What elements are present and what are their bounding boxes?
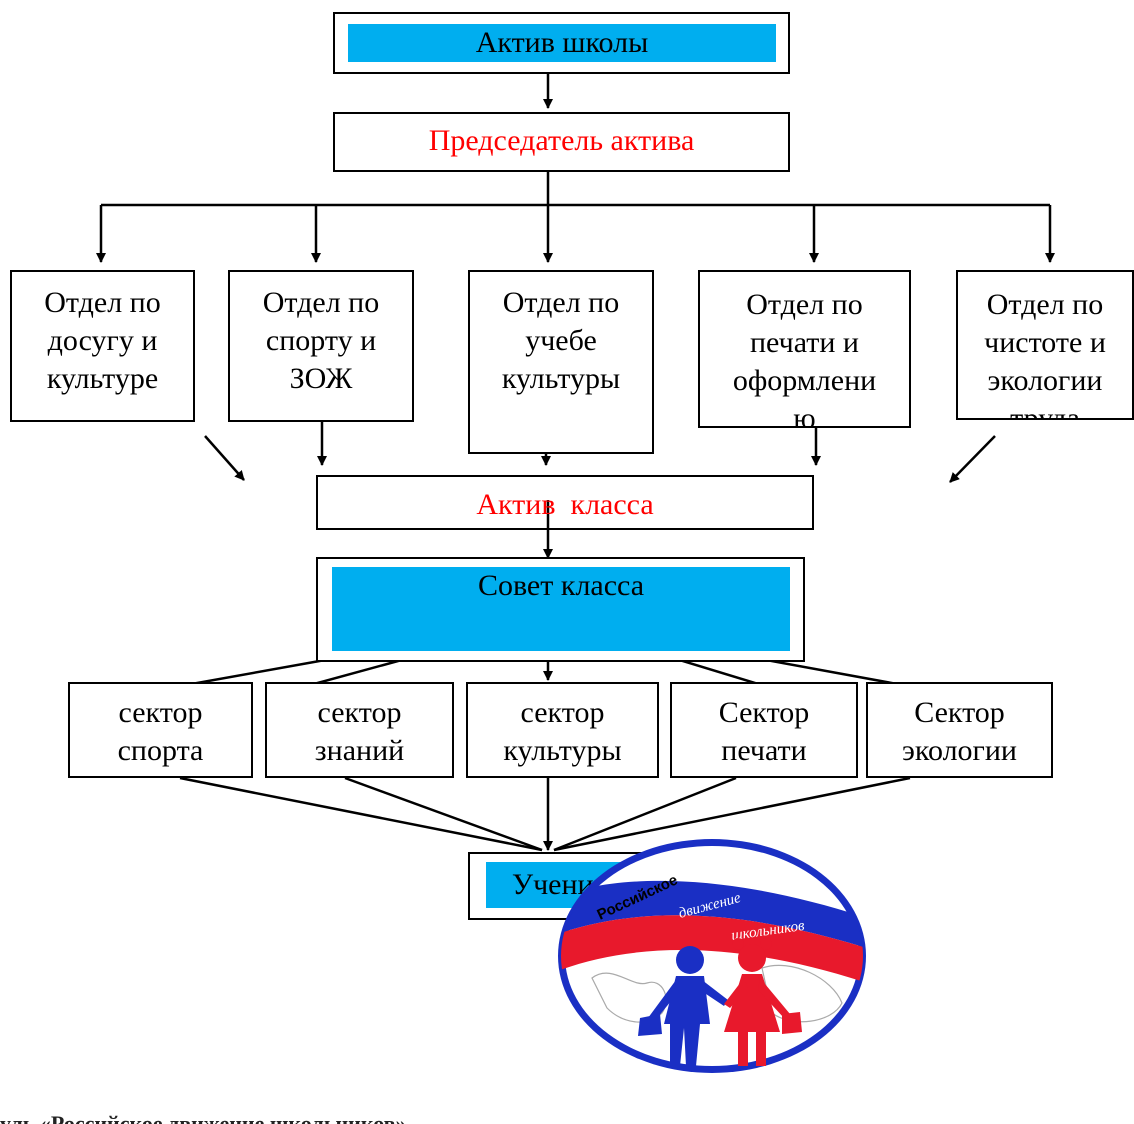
dept-line: печати и [750,326,859,359]
department-box-leisure [10,270,195,422]
class-council-label: Совет класса [477,569,645,602]
girl-figure-icon [724,938,802,1066]
rdsh-logo: Российское движение школьников [558,839,866,1073]
dept-line: Отдел по [746,288,863,321]
arrow-dept1-to-class [204,435,245,481]
sector-line: сектор [118,696,203,729]
footer-caption: уль «Российское движение школьников» [0,1111,407,1124]
chairman-label: Председатель актива [428,124,695,157]
dept-line: досугу и [47,324,158,357]
sector4-to-student [553,776,737,852]
dept-line: культуре [46,362,159,395]
sector-culture-text: сектор культуры [466,694,659,770]
dept-line: Отдел по [44,286,161,319]
sector-box-sport [68,682,253,778]
sector-box-press [670,682,858,778]
school-asset-label: Актив школы [348,24,776,62]
sector-line: Сектор [718,696,810,729]
dept-line: культуры [501,362,621,395]
department-box-study [468,270,654,454]
sector-sport-text: сектор спорта [68,694,253,770]
department-study-text: Отдел по учебе культуры [468,284,654,398]
sector-box-ecology [866,682,1053,778]
boy-figure-icon [638,946,728,1066]
sector-line: сектор [317,696,402,729]
class-asset-label: Актив класса [476,488,654,521]
department-ecology-text: Отдел по чистоте и экологии труда [958,286,1132,420]
sector-press-text: Сектор печати [670,694,858,770]
sector-line: Сектор [914,696,1005,729]
dept-line: труда [1010,402,1080,420]
sector-box-culture [466,682,659,778]
dept-line: учебе [525,324,597,357]
sector-ecology-text: Сектор экологии [866,694,1053,770]
dept-line: Отдел по [502,286,620,319]
dept-line: ЗОЖ [289,362,353,395]
dept-line: ю [793,402,816,428]
sector-box-knowledge [265,682,454,778]
dept-line: оформлени [732,364,877,397]
chairman-box [333,112,790,172]
dept-line: чистоте и [984,326,1106,359]
sector1-to-student [179,776,543,852]
sector-line: сектор [520,696,605,729]
sector-line: печати [721,734,807,767]
department-sport-text: Отдел по спорту и ЗОЖ [228,284,414,398]
arrow-dept5-to-class [949,435,996,483]
sector2-to-student [344,776,543,852]
sector-line: культуры [503,734,622,767]
dept-line: экологии [987,364,1103,397]
department-box-ecology: Отдел по чистоте и экологии труда [956,270,1134,420]
sector5-to-student [553,776,911,852]
sector-line: знаний [314,734,405,767]
class-asset-box [316,475,814,530]
sector-knowledge-text: сектор знаний [265,694,454,770]
dept-line: Отдел по [262,286,380,319]
department-leisure-text: Отдел по досугу и культуре [10,284,195,398]
department-press-text: Отдел по печати и оформлени ю [700,286,909,428]
sector-line: экологии [902,734,1017,767]
class-council-fill [332,567,790,651]
dept-line: спорту и [265,324,377,357]
department-box-press: Отдел по печати и оформлени ю [698,270,911,428]
department-box-sport [228,270,414,422]
dept-line: Отдел по [986,288,1104,321]
sector-line: спорта [117,734,204,767]
